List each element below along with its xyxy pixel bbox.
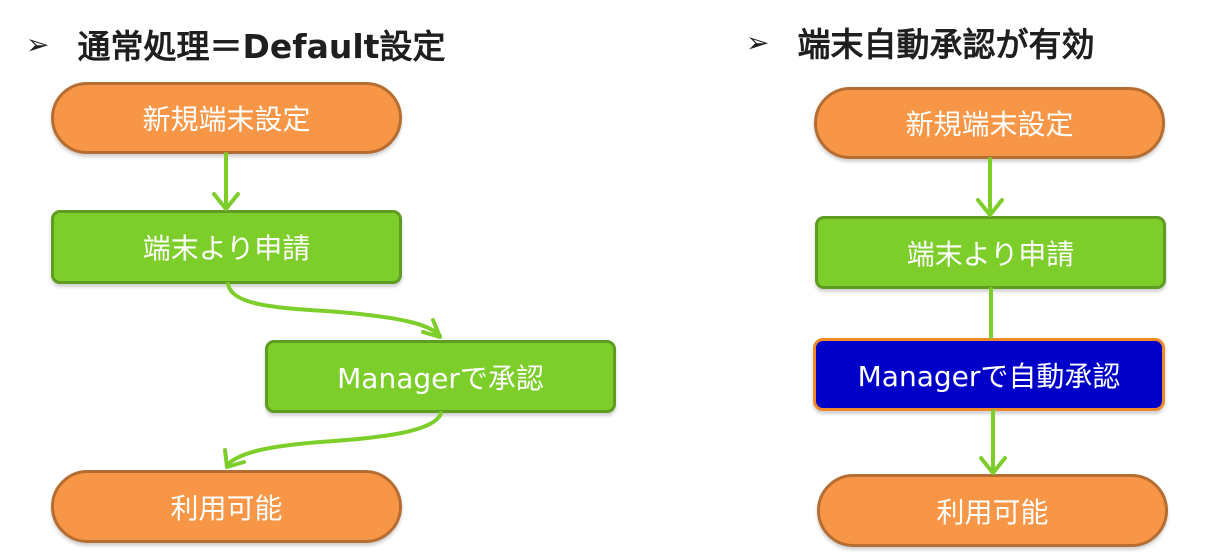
right-node-available: 利用可能 — [817, 474, 1168, 547]
left-node-device-request: 端末より申請 — [51, 210, 402, 284]
left-flow-heading: ➢ 通常処理＝Default設定 — [26, 20, 445, 68]
right-arrowhead-3-icon — [979, 456, 1007, 475]
right-node-manager-auto-approval: Managerで自動承認 — [813, 338, 1165, 411]
left-arrowhead-3-icon — [223, 448, 246, 469]
left-flow-title: 通常処理＝Default設定 — [77, 27, 446, 66]
left-arrowhead-1-icon — [212, 192, 240, 211]
right-flow-heading: ➢ 端末自動承認が有効 — [746, 18, 1094, 66]
node-label: 端末より申請 — [142, 232, 311, 265]
left-node-available: 利用可能 — [51, 470, 402, 543]
left-connector-3 — [225, 411, 443, 467]
node-label: 端末より申請 — [906, 237, 1075, 271]
left-node-manager-approval: Managerで承認 — [265, 340, 616, 413]
node-label: 利用可能 — [936, 495, 1049, 529]
right-flow-title: 端末自動承認が有効 — [797, 25, 1095, 64]
arrow-bullet-icon: ➢ — [26, 27, 50, 61]
node-label: 利用可能 — [170, 491, 283, 525]
left-node-new-device-setup: 新規端末設定 — [51, 82, 402, 154]
left-arrowhead-2-icon — [421, 318, 442, 339]
right-node-device-request: 端末より申請 — [815, 216, 1166, 289]
right-arrowhead-1-icon — [976, 198, 1004, 217]
left-connector-2 — [226, 282, 442, 338]
node-label: Managerで自動承認 — [857, 359, 1121, 393]
node-label: Managerで承認 — [337, 361, 544, 395]
node-label: 新規端末設定 — [142, 103, 311, 136]
node-label: 新規端末設定 — [905, 108, 1074, 141]
arrow-bullet-icon: ➢ — [746, 25, 770, 59]
right-node-new-device-setup: 新規端末設定 — [814, 87, 1165, 159]
